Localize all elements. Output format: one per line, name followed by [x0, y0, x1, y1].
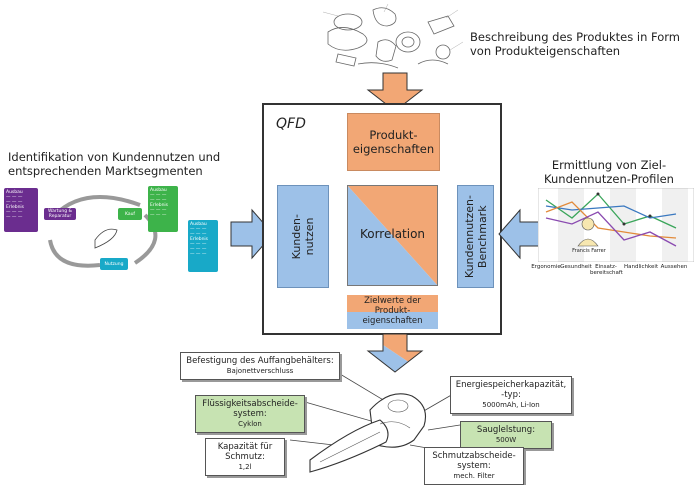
- kundennutzen-box: Kunden- nutzen: [277, 185, 329, 288]
- x-label-gesundheit: Gesundheit: [560, 264, 592, 270]
- saugleistung-title: Sauglelstung:: [476, 425, 536, 435]
- energie-title: Energiespeicherkapazität, -typ:: [455, 380, 567, 400]
- node-kauf: Kauf: [118, 208, 142, 220]
- fluessigkeit-title: Flüssigkeitsabscheide-system:: [202, 399, 298, 419]
- fluessigkeit-box: Flüssigkeitsabscheide-system: Cyklon: [195, 395, 305, 433]
- schmutz-title: Schmutzabscheide-system:: [432, 451, 516, 471]
- product-sketch-illustration: [322, 3, 464, 69]
- schmutz-box: Schmutzabscheide-system: mech. Filter: [424, 447, 524, 485]
- x-label-einsatz: Einsatz-bereitschaft: [590, 264, 623, 276]
- zielwerte-label: Zielwerte der Produkt-eigenschaften: [362, 296, 423, 326]
- produkteigenschaften-box: Produkt- eigenschaften: [347, 113, 440, 171]
- energie-value: 5000mAh, Li-Ion: [482, 401, 540, 409]
- node-wartung: Wartung & Reparatur: [44, 208, 76, 220]
- energie-box: Energiespeicherkapazität, -typ: 5000mAh,…: [450, 376, 572, 414]
- fluessigkeit-value: Cyklon: [238, 420, 262, 428]
- saugleistung-box: Sauglelstung: 500W: [460, 421, 552, 449]
- note-purple: Ausbau— — —— — —Erlebnis— — —— — —: [4, 188, 38, 232]
- profile-chart-plot: [538, 188, 694, 262]
- kundennutzen-label: Kunden- nutzen: [290, 213, 316, 260]
- top-caption: Beschreibung des Produktes in Form von P…: [470, 30, 680, 58]
- qfd-label: QFD: [276, 116, 306, 132]
- persona-name: Francis Farrer: [572, 248, 606, 254]
- persona-avatar: [577, 217, 599, 247]
- profile-chart: Francis Farrer Ergonomie Gesundheit Eins…: [531, 188, 694, 282]
- kundennutzen-benchmark-box: Kundennutzen- Benchmark: [457, 185, 494, 288]
- right-caption: Ermittlung von Ziel-Kundennutzen-Profile…: [544, 158, 674, 186]
- node-nutzung: Nutzung: [100, 258, 128, 270]
- kapazitaet-value: 1,2l: [238, 463, 252, 471]
- arrow-down-top-icon: [366, 72, 424, 112]
- kapazitaet-title: Kapazität für Schmutz:: [217, 442, 273, 462]
- x-label-aussehen: Aussehen: [660, 264, 688, 270]
- saugleistung-value: 500W: [495, 436, 517, 444]
- befestigung-title: Befestigung des Auffangbehälters:: [186, 356, 334, 366]
- arrow-left-right-icon: [498, 208, 542, 260]
- left-process-diagram: Ausbau— — —— — —Erlebnis— — —— — — Wartu…: [0, 180, 240, 280]
- x-label-handlichkeit: Handlichkeit: [624, 264, 659, 270]
- befestigung-value: Bajonettverschluss: [226, 367, 294, 375]
- kapazitaet-box: Kapazität für Schmutz: 1,2l: [205, 438, 285, 476]
- korrelation-matrix: [347, 185, 438, 286]
- produkteigenschaften-label: Produkt- eigenschaften: [352, 128, 435, 156]
- x-label-ergonomie: Ergonomie: [531, 264, 561, 270]
- befestigung-box: Befestigung des Auffangbehälters: Bajone…: [180, 352, 340, 380]
- korrelation-label: Korrelation: [359, 227, 426, 241]
- arrow-down-bottom-icon: [366, 333, 424, 373]
- zielwerte-box: [347, 295, 438, 329]
- kundennutzen-benchmark-label: Kundennutzen- Benchmark: [462, 194, 489, 279]
- schmutz-value: mech. Filter: [453, 472, 495, 480]
- note-green: Ausbau— — —— — —Erlebnis— — —— — —: [148, 186, 178, 232]
- note-teal: Ausbau— — —— — —Erlebnis— — —— — —— — —: [188, 220, 218, 272]
- left-caption: Identifikation von Kundennutzen und ents…: [8, 150, 221, 178]
